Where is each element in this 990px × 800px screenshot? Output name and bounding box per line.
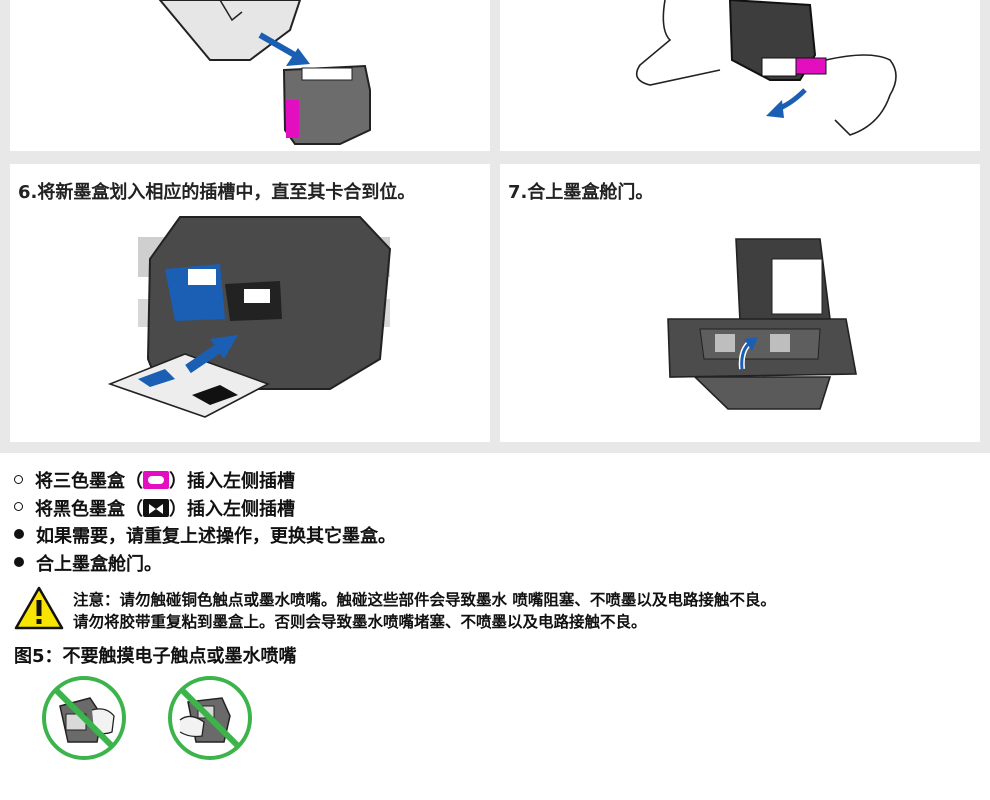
hollow-bullet-icon <box>14 474 23 484</box>
step-6-title: 6.将新墨盒划入相应的插槽中，直至其卡合到位。 <box>18 182 416 203</box>
warning-triangle-icon <box>14 586 64 630</box>
warning-text: 注意：请勿触碰铜色触点或墨水喷嘴。触碰这些部件会导致墨水 喷嘴阻塞、不喷墨以及电… <box>73 589 776 633</box>
instruction-list: 将三色墨盒（）插入左侧插槽 将黑色墨盒（）插入左侧插槽 如果需要，请重复上述操作… <box>14 468 396 578</box>
insert-cartridge-illustration <box>107 216 392 418</box>
step-panel-remove-tape <box>10 0 490 151</box>
step-panel-insert-cartridge: 6.将新墨盒划入相应的插槽中，直至其卡合到位。 <box>10 164 490 442</box>
step-panel-hold-cartridge <box>500 0 980 151</box>
figure-caption: 图5：不要触摸电子触点或墨水喷嘴 <box>14 646 297 667</box>
filled-bullet-icon <box>14 556 24 567</box>
list-item-close-door: 合上墨盒舱门。 <box>14 551 396 579</box>
list-item-repeat: 如果需要，请重复上述操作，更换其它墨盒。 <box>14 523 396 551</box>
list-item-black: 将黑色墨盒（）插入左侧插槽 <box>14 496 396 524</box>
no-touch-contacts-icon <box>42 676 126 760</box>
step-7-title: 7.合上墨盒舱门。 <box>508 182 654 203</box>
warning-line-2: 请勿将胶带重复粘到墨盒上。否则会导致墨水喷嘴堵塞、不喷墨以及电路接触不良。 <box>73 613 647 631</box>
warning-line-1: 注意：请勿触碰铜色触点或墨水喷嘴。触碰这些部件会导致墨水 喷嘴阻塞、不喷墨以及电… <box>73 591 776 609</box>
step-panel-close-door: 7.合上墨盒舱门。 <box>500 164 980 442</box>
hold-cartridge-illustration <box>635 0 897 136</box>
filled-bullet-icon <box>14 529 24 539</box>
printer-close-door-illustration <box>667 238 857 410</box>
no-touch-nozzles-icon <box>168 676 252 760</box>
remove-tape-illustration <box>158 0 371 145</box>
tri-color-cartridge-icon <box>143 471 169 489</box>
list-item-tri-color: 将三色墨盒（）插入左侧插槽 <box>14 468 396 496</box>
black-cartridge-icon <box>143 498 169 517</box>
hollow-bullet-icon <box>14 502 23 511</box>
